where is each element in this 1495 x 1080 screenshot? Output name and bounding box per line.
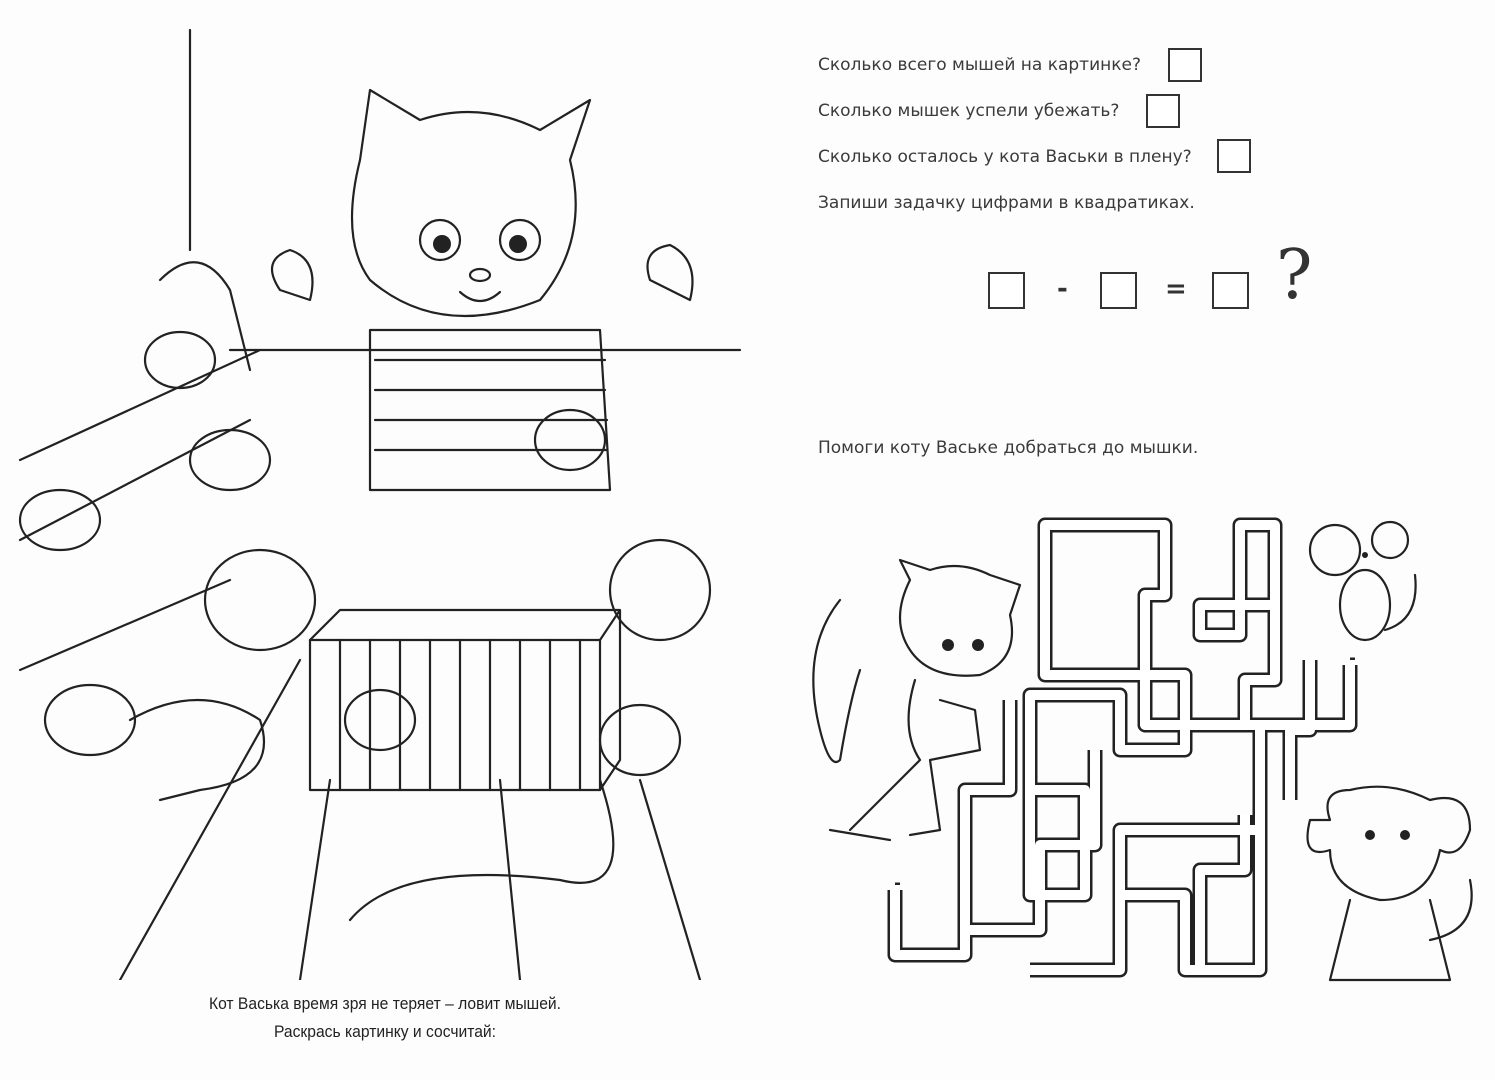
instruction-write-problem: Запиши задачку цифрами в квадратиках. [818, 193, 1195, 213]
maze-mouse [1308, 520, 1417, 642]
maze-puppy [1306, 785, 1473, 982]
equation-box-3[interactable] [1212, 272, 1249, 309]
question-captured-mice: Сколько осталось у кота Васьки в плену? [818, 147, 1192, 167]
maze-instruction: Помоги коту Ваське добраться до мышки. [818, 438, 1199, 458]
answer-box-captured[interactable] [1217, 139, 1251, 173]
equals-sign: = [1165, 274, 1187, 304]
minus-sign: - [1057, 274, 1068, 304]
answer-box-total[interactable] [1168, 48, 1202, 82]
question-total-mice: Сколько всего мышей на картинке? [818, 55, 1141, 75]
answer-box-escaped[interactable] [1146, 94, 1180, 128]
equation-box-2[interactable] [1100, 272, 1137, 309]
floor-and-wall [18, 28, 742, 980]
left-caption: Кот Васька время зря не теряет – ловит м… [150, 990, 619, 1046]
question-escaped-mice: Сколько мышек успели убежать? [818, 101, 1120, 121]
cage [308, 608, 622, 792]
mice [18, 330, 682, 922]
maze[interactable] [790, 500, 1490, 1060]
maze-kitten [812, 558, 1022, 842]
maze-paths [887, 517, 1358, 978]
caption-line-2: Раскрась картинку и сосчитай: [273, 1022, 497, 1041]
question-mark: ? [1276, 236, 1313, 315]
cat [203, 88, 712, 652]
caption-line-1: Кот Васька время зря не теряет – ловит м… [208, 994, 562, 1013]
equation-box-1[interactable] [988, 272, 1025, 309]
cat-catching-mice-illustration [18, 28, 742, 980]
